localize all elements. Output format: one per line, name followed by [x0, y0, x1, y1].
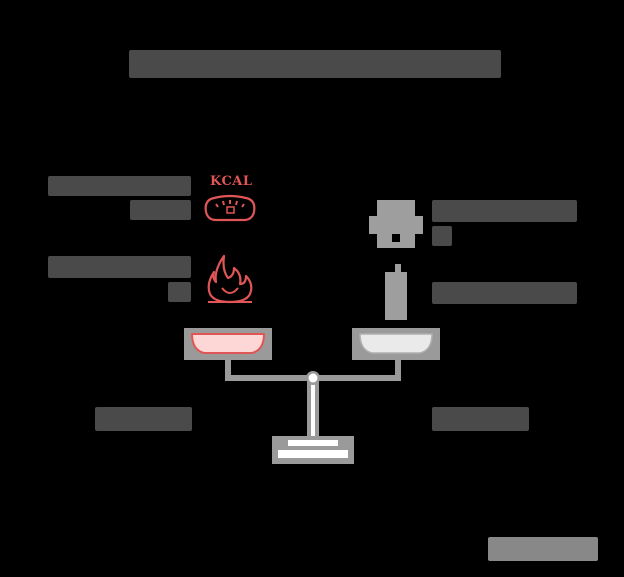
- watermark: [redacted watermark]: [488, 537, 598, 561]
- left-item-2-label-2: [redacted]: [168, 282, 191, 302]
- right-item-1-label-2: [redacted]: [432, 226, 452, 246]
- balance-scale: [180, 320, 450, 470]
- page-title: [redacted title]: [129, 50, 501, 78]
- left-item-1-label: [redacted label line 1]: [48, 176, 191, 196]
- left-caption: [redacted caption]: [95, 407, 192, 431]
- right-item-1-label: [redacted label line 1]: [432, 200, 577, 222]
- calorie-gauge-icon: KCAL: [200, 170, 260, 230]
- right-pan: [352, 328, 440, 360]
- left-item-2-label: [redacted label line 1]: [48, 256, 191, 278]
- right-caption: [redacted caption]: [432, 407, 529, 431]
- bottle-icon: [382, 264, 412, 320]
- flame-icon: [200, 250, 260, 310]
- person-icon: [368, 200, 424, 250]
- right-item-2-label: [redacted label]: [432, 282, 577, 304]
- left-pan: [184, 328, 272, 360]
- left-item-1-label-2: [redacted]: [130, 200, 191, 220]
- kcal-text: KCAL: [210, 174, 253, 189]
